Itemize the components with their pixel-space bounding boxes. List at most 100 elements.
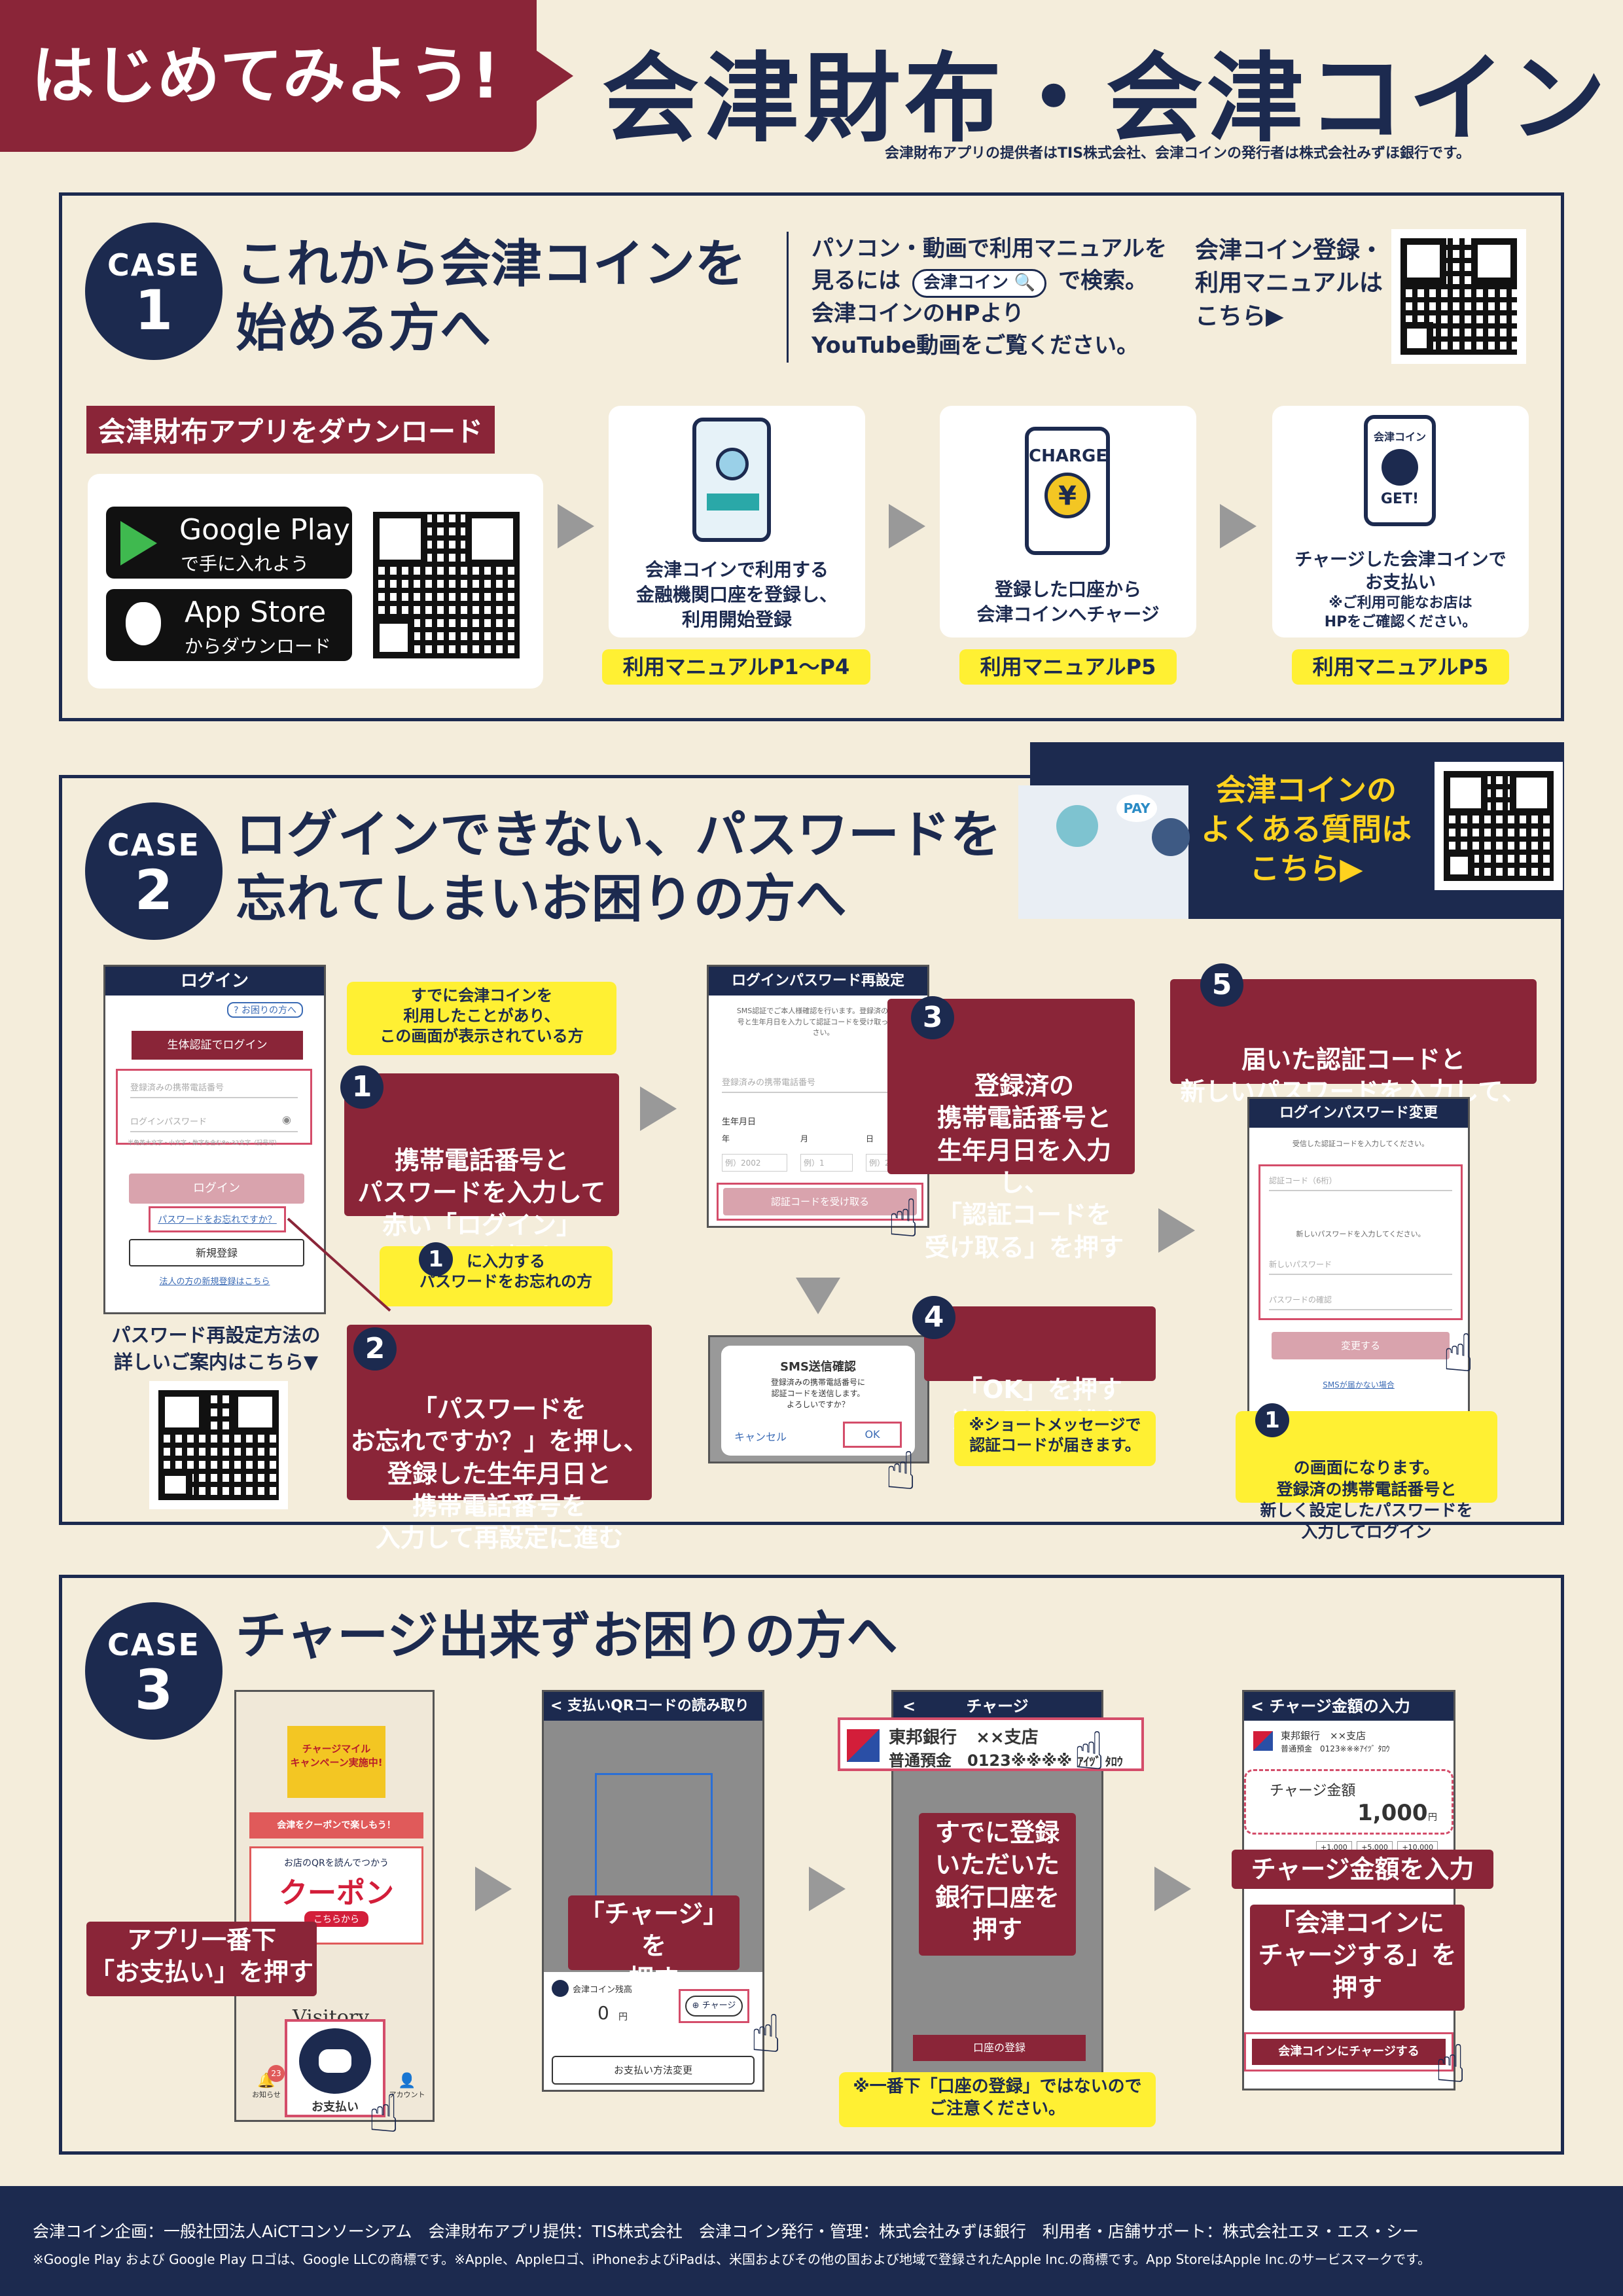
- app-store-button[interactable]: App Store からダウンロード: [106, 589, 352, 661]
- faq-text: 会津コインの よくある質問は こちら▶: [1188, 771, 1424, 888]
- plus-icon: ⊕: [692, 2001, 700, 2011]
- change-payment-button[interactable]: お支払い方法変更: [552, 2056, 755, 2085]
- google-play-button[interactable]: Google Play で手に入れよう: [106, 507, 352, 579]
- case1-manual-qr[interactable]: [1391, 229, 1526, 364]
- bank-holder: ｱｲﾂﾞ ﾀﾛｳ: [1077, 1755, 1123, 1769]
- coupon-big: クーポン: [279, 1876, 394, 1910]
- case1-info-line1: パソコン・動画で利用マニュアルを: [812, 236, 1167, 262]
- get-text: GET!: [1380, 491, 1419, 507]
- code-input[interactable]: 認証コード（6桁）: [1269, 1175, 1452, 1191]
- back-chevron-icon[interactable]: <: [1251, 1697, 1264, 1715]
- faq-qr[interactable]: [1435, 762, 1563, 890]
- amount-input-box[interactable]: チャージ金額 1,000 円: [1244, 1769, 1454, 1835]
- login-input-frame: [116, 1069, 312, 1145]
- page-subtitle: 会津財布アプリの提供者はTIS株式会社、会津コインの発行者は株式会社みずほ銀行で…: [885, 145, 1471, 162]
- tap-hand-icon: ☝: [1073, 1721, 1105, 1782]
- step2-text: 「パスワードを お忘れですか？」を押し、 登録した生年月日と 携帯電話番号を 入…: [350, 1394, 649, 1553]
- qr-charge-button[interactable]: ⊕ チャージ: [685, 1996, 743, 2017]
- change-button[interactable]: 変更する: [1272, 1332, 1450, 1359]
- sms-dialog-title: SMS送信確認: [780, 1360, 856, 1374]
- step-text-line: 登録した口座から: [994, 579, 1141, 600]
- year-input[interactable]: 例）2002: [722, 1154, 787, 1172]
- sms-not-received-link[interactable]: SMSが届かない場合: [1323, 1380, 1395, 1390]
- password-input[interactable]: ログインパスワード: [130, 1115, 298, 1132]
- case3-label: CASE: [107, 1627, 200, 1662]
- case1-step1-manual[interactable]: 利用マニュアルP1〜P4: [602, 649, 870, 685]
- month-input[interactable]: 例）1: [800, 1154, 853, 1172]
- coin-balance-unit: 円: [618, 2012, 628, 2022]
- help-link[interactable]: ? お困りの方へ: [227, 1002, 303, 1018]
- amount-account: 普通預金 0123※※※ｱｲﾂﾞ ﾀﾛｳ: [1281, 1744, 1390, 1753]
- case1-info-line2: 見るには 会津コイン 🔍 で検索。: [812, 265, 1167, 298]
- app-download-qr[interactable]: [364, 503, 529, 668]
- step-number-2: 2: [353, 1327, 397, 1371]
- case2-title-line1: ログインできない、パスワードを: [236, 806, 1002, 865]
- qr-code-icon: [158, 1390, 279, 1500]
- final-note: 1 の画面になります。 登録済の携帯電話番号と 新しく設定したパスワードを 入力…: [1236, 1403, 1497, 1541]
- tap-hand-icon: ☝: [1442, 1323, 1474, 1384]
- coupon-header: 会津をクーポンで楽しもう！: [249, 1812, 423, 1839]
- question-icon: ?: [234, 1005, 239, 1016]
- forgot-password-link[interactable]: パスワードをお忘れですか？: [149, 1206, 286, 1232]
- corp-register-link[interactable]: 法人の方の新規登録はこちら: [159, 1277, 270, 1287]
- bank-account: 普通預金 0123※※※※: [889, 1751, 1073, 1770]
- eye-icon[interactable]: ◉: [282, 1113, 291, 1126]
- arrow-right-icon: [640, 1086, 677, 1131]
- arrow-right-icon: [889, 504, 925, 548]
- step-number-1: 1: [340, 1066, 383, 1109]
- arrow-right-icon: [475, 1867, 512, 1911]
- register-button[interactable]: 新規登録: [129, 1239, 304, 1266]
- day-label: 日: [866, 1134, 874, 1143]
- arrow-right-icon: [1220, 504, 1257, 548]
- phone-input[interactable]: 登録済みの携帯電話番号: [130, 1081, 298, 1098]
- nav-account[interactable]: 👤 アカウント: [384, 2073, 430, 2100]
- pay-button[interactable]: [299, 2028, 371, 2094]
- app-store-text: App Store: [185, 596, 327, 629]
- tap-hand-icon: ☝: [368, 2083, 400, 2144]
- confirm-password-input[interactable]: パスワードの確認: [1269, 1294, 1452, 1310]
- sms-ok-button[interactable]: OK: [843, 1422, 902, 1448]
- new-password-input[interactable]: 新しいパスワード: [1269, 1259, 1452, 1275]
- step-text-line: お支払い: [1365, 573, 1436, 594]
- case1-info: パソコン・動画で利用マニュアルを 見るには 会津コイン 🔍 で検索。 会津コイン…: [812, 233, 1167, 363]
- qr-scan-frame: [595, 1773, 713, 1910]
- register-account-button[interactable]: 口座の登録: [913, 2035, 1086, 2061]
- apple-icon: [126, 602, 161, 645]
- search-pill-text: 会津コイン: [923, 273, 1008, 293]
- case1-info-line3: 会津コインのHPより: [812, 300, 1024, 327]
- back-chevron-icon[interactable]: <: [902, 1697, 916, 1715]
- coupon-btn: こちらから: [304, 1911, 368, 1927]
- step2-text: 登録した口座から 会津コインへチャージ: [940, 577, 1196, 627]
- footer-line1: 会津コイン企画：一般社団法人AiCTコンソーシアム 会津財布アプリ提供：TIS株…: [33, 2222, 1419, 2241]
- sms-cancel-button[interactable]: キャンセル: [734, 1431, 787, 1443]
- home-screen: チャージマイル キャンペーン実施中! 会津をクーポンで楽しもう！ お店のQRを読…: [234, 1690, 435, 2122]
- step-text-line: 会津コインで利用する: [645, 559, 829, 581]
- back-chevron-icon[interactable]: <: [550, 1698, 563, 1714]
- case1-divider: [787, 232, 789, 363]
- case3-badge: CASE 3: [85, 1602, 223, 1740]
- bank-account-item[interactable]: 東邦銀行 ××支店 普通預金 0123※※※※ ｱｲﾂﾞ ﾀﾛｳ: [838, 1717, 1144, 1771]
- request-code-button[interactable]: 認証コードを受け取る: [723, 1188, 917, 1215]
- qr-charge-text: チャージ: [702, 2001, 736, 2011]
- step1-callout: 1 携帯電話番号と パスワードを入力して 赤い「ログイン」 ボタンを押す: [340, 1066, 619, 1272]
- charge-button-frame: [679, 1989, 749, 2023]
- note-forgot: 1 に入力する パスワードをお忘れの方: [380, 1242, 613, 1306]
- amount-screen: < チャージ金額の入力 東邦銀行 ××支店 普通預金 0123※※※ｱｲﾂﾞ ﾀ…: [1242, 1690, 1455, 2090]
- reset-guide-qr[interactable]: [149, 1381, 288, 1509]
- step-text-line: 金融機関口座を登録し、: [635, 583, 838, 605]
- bio-login-button[interactable]: 生体認証でログイン: [132, 1031, 303, 1060]
- login-button[interactable]: ログイン: [129, 1174, 304, 1204]
- case1-label: CASE: [107, 247, 200, 283]
- change-screen: ログインパスワード変更 受信した認証コードを入力してください。 認証コード（6桁…: [1247, 1097, 1470, 1437]
- case1-step3-manual[interactable]: 利用マニュアルP5: [1292, 649, 1509, 685]
- step3-text: 登録済の 携帯電話番号と 生年月日を入力し、 「認証コードを 受け取る」を押す: [924, 1071, 1124, 1262]
- header-badge-text: はじめてみよう!: [31, 39, 500, 113]
- case2-label: CASE: [107, 827, 200, 863]
- submit-charge-button[interactable]: 会津コインにチャージする: [1252, 2039, 1446, 2065]
- tap-hand-icon: ☝: [750, 2003, 782, 2064]
- bank-branch: ××支店: [976, 1728, 1039, 1748]
- campaign-banner[interactable]: チャージマイル キャンペーン実施中!: [287, 1726, 385, 1798]
- case1-step2-manual[interactable]: 利用マニュアルP5: [959, 649, 1177, 685]
- reset-phone-input[interactable]: 登録済みの携帯電話番号: [722, 1075, 918, 1093]
- charge-text: CHARGE: [1029, 446, 1108, 466]
